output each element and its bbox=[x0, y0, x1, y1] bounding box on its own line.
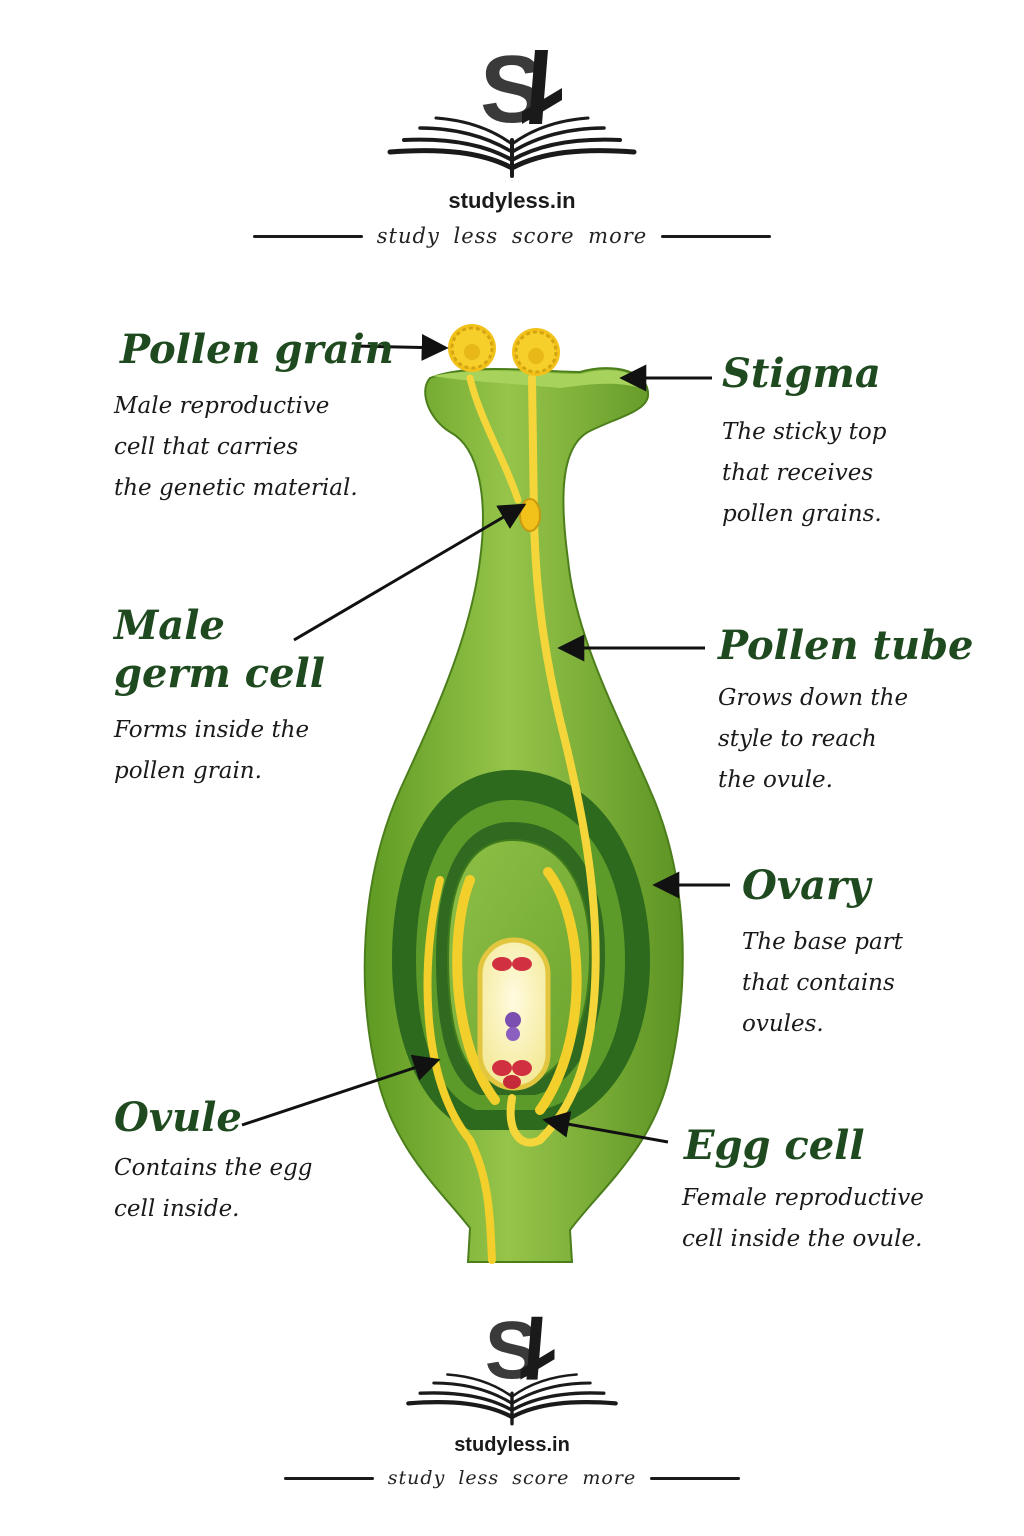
brand-footer-bottom: S studyless.in study less score more bbox=[0, 1298, 1024, 1489]
label-egg-cell-desc: Female reproductive cell inside the ovul… bbox=[682, 1185, 924, 1252]
polar-nuclei bbox=[505, 1012, 521, 1041]
label-pollen-tube-title: Pollen tube bbox=[718, 622, 974, 669]
tagline-rule-left bbox=[252, 234, 363, 238]
label-stigma-title: Stigma bbox=[722, 350, 881, 397]
open-book-icon bbox=[387, 116, 637, 178]
arrow-egg-cell bbox=[542, 1110, 669, 1144]
label-ovule-title: Ovule bbox=[114, 1094, 242, 1141]
label-ovary-title: Ovary bbox=[742, 862, 871, 909]
arrow-pollen-grain bbox=[354, 333, 449, 361]
pollen-grain-left bbox=[448, 324, 496, 372]
brand-header-top: S studyless.in study less score more bbox=[0, 28, 1024, 248]
tagline: study less score more bbox=[376, 224, 648, 248]
label-male-germ-cell-desc: Forms inside the pollen grain. bbox=[114, 717, 310, 784]
tagline-rule-right bbox=[661, 234, 772, 238]
pollen-tube bbox=[506, 374, 600, 1147]
label-pollen-grain-desc: Male reproductive cell that carries the … bbox=[114, 393, 358, 501]
integument-left bbox=[452, 875, 500, 1105]
arrow-ovule bbox=[241, 1054, 441, 1127]
brand-name: studyless.in bbox=[454, 1434, 570, 1456]
brand-name: studyless.in bbox=[448, 188, 576, 213]
label-male-germ-cell-title: Male germ cell bbox=[114, 602, 325, 697]
male-germ-cell bbox=[519, 498, 541, 532]
studyless-logo: S bbox=[406, 1305, 618, 1426]
open-book-icon bbox=[406, 1373, 618, 1426]
label-egg-cell-title: Egg cell bbox=[684, 1122, 865, 1169]
tagline-rule-right bbox=[650, 1476, 741, 1480]
funicle-strand bbox=[423, 876, 496, 1264]
arrow-male-germ-cell bbox=[293, 503, 527, 642]
label-stigma-desc: The sticky top that receives pollen grai… bbox=[722, 419, 887, 527]
stigma-surface bbox=[432, 370, 646, 390]
label-pollen-tube-desc: Grows down the style to reach the ovule. bbox=[718, 685, 909, 793]
egg-cell bbox=[492, 1060, 532, 1089]
synergid-nuclei bbox=[492, 957, 532, 971]
tagline: study less score more bbox=[387, 1467, 637, 1489]
integument-right bbox=[535, 867, 582, 1115]
label-ovary-desc: The base part that contains ovules. bbox=[742, 929, 903, 1037]
studyless-logo: S bbox=[387, 36, 637, 178]
label-pollen-grain-title: Pollen grain bbox=[120, 326, 394, 373]
label-ovule-desc: Contains the egg cell inside. bbox=[114, 1155, 313, 1222]
pollen-grain-right bbox=[512, 328, 560, 376]
tagline-rule-left bbox=[283, 1476, 374, 1480]
